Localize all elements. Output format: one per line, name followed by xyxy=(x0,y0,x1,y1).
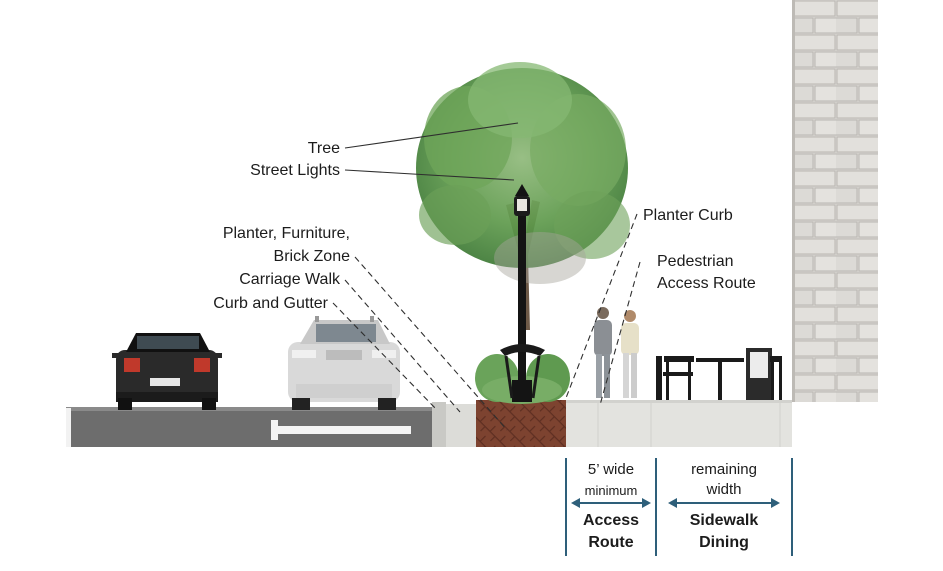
label-curb-gutter: Curb and Gutter xyxy=(213,295,328,312)
leader-curb-gutter xyxy=(332,302,438,411)
dining-width-text: remaining xyxy=(691,461,757,478)
planter-brick-zone xyxy=(476,400,566,447)
dining-zone-name: Sidewalk xyxy=(689,512,759,529)
access-width-text: 5’ wide xyxy=(587,461,635,478)
tree xyxy=(416,62,630,330)
label-planter-curb: Planter Curb xyxy=(643,207,733,224)
label-brick-zone: Brick Zone xyxy=(273,248,350,265)
building-wall xyxy=(792,0,878,402)
access-qualifier-text: minimum xyxy=(584,483,638,498)
curb-and-gutter xyxy=(432,402,476,447)
label-street-lights: Street Lights xyxy=(250,162,340,179)
lane-marking xyxy=(271,420,278,440)
access-zone-name: Access xyxy=(582,512,640,529)
dining-width-text-2: width xyxy=(706,481,742,498)
leader-planter-zone xyxy=(354,256,508,431)
leader-planter-curb xyxy=(565,213,638,399)
street-light xyxy=(500,184,545,402)
leader-carriage-walk xyxy=(344,279,461,413)
lane-marking xyxy=(278,426,411,434)
car-rear xyxy=(112,333,222,410)
label-pedestrian: Pedestrian xyxy=(657,253,734,270)
label-access-route: Access Route xyxy=(657,275,756,292)
dining-furniture xyxy=(656,348,782,400)
leader-tree xyxy=(344,122,519,149)
access-zone-name-2: Route xyxy=(588,534,634,551)
leader-street-lights xyxy=(344,169,515,181)
roadway xyxy=(66,407,432,447)
callout-leaders xyxy=(332,122,641,431)
label-planter-furniture: Planter, Furniture, xyxy=(222,225,350,242)
sidewalk xyxy=(566,400,792,447)
zone-dimensions xyxy=(565,458,793,556)
label-tree: Tree xyxy=(307,140,340,157)
pedestrians xyxy=(594,307,639,398)
dining-zone-name-2: Dining xyxy=(699,534,749,551)
leader-pedestrian-route xyxy=(599,261,641,406)
label-carriage-walk: Carriage Walk xyxy=(239,271,340,288)
car-front xyxy=(288,316,400,410)
carriage-walk xyxy=(446,404,476,447)
